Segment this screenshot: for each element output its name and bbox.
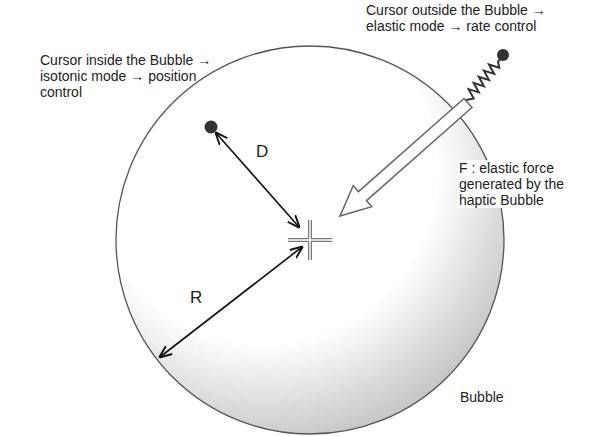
- bubble-outline: [115, 45, 505, 435]
- note-text: Cursor outside the Bubble → elastic mode…: [366, 2, 546, 34]
- crosshair: [288, 220, 332, 260]
- distance-arrow: [216, 133, 299, 227]
- note-text: F : elastic force generated by the hapti…: [457, 160, 593, 208]
- dimension-label: R: [190, 288, 202, 307]
- cursor-dot: [205, 121, 218, 134]
- note-text: Cursor inside the Bubble → isotonic mode…: [40, 52, 212, 100]
- region-label: Bubble: [460, 389, 504, 405]
- force-arrow: [340, 99, 472, 217]
- radius-arrow: [160, 247, 302, 357]
- dimension-label: D: [256, 142, 268, 161]
- bubble-region: Bubble: [115, 45, 505, 435]
- spring: [466, 57, 502, 100]
- cursor-dot: [497, 49, 509, 61]
